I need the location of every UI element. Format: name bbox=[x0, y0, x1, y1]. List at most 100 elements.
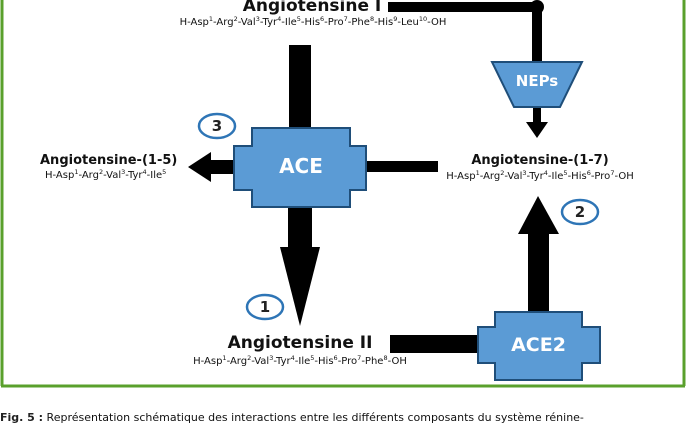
residue-name: H-Asp bbox=[446, 171, 476, 182]
residue-number: 5 bbox=[310, 354, 315, 362]
residue-name: -Val bbox=[504, 171, 523, 182]
residue-number: 6 bbox=[586, 169, 591, 177]
residue-name: -His bbox=[567, 171, 587, 182]
angiotensine-1-7-title: Angiotensine-(1-7) bbox=[471, 153, 609, 168]
residue-name: -His bbox=[374, 17, 394, 28]
residue-name: -His bbox=[300, 17, 321, 28]
neps-label: NEPs bbox=[515, 72, 559, 90]
residue-name: H-Asp bbox=[179, 17, 209, 28]
arrow-ang2-to-ace2 bbox=[390, 335, 480, 353]
arrow-ace-to-ang15-head bbox=[188, 152, 211, 182]
angiotensine-1-5-title: Angiotensine-(1-5) bbox=[40, 153, 178, 168]
residue-name: H-Asp bbox=[193, 356, 223, 367]
residue-number: 8 bbox=[369, 15, 375, 23]
residue-name: -OH bbox=[614, 171, 634, 182]
residue-number: 1 bbox=[475, 169, 480, 177]
pathway-3-number: 3 bbox=[211, 117, 223, 135]
angiotensine-1-5-sequence: H-Asp1-Arg2-Val3-Tyr4-Ile5 bbox=[45, 168, 167, 181]
arrow-ace2-to-ang17-shaft bbox=[528, 232, 549, 312]
ace2-label: ACE2 bbox=[511, 334, 566, 356]
pathway-1-number: 1 bbox=[259, 298, 271, 316]
arrow-ace-to-ang15-shaft bbox=[210, 160, 236, 174]
angiotensine-2-sequence: H-Asp1-Arg2-Val3-Tyr4-Ile5-His6-Pro7-Phe… bbox=[160, 354, 440, 367]
angiotensine-1-sequence: H-Asp1-Arg2-Val3-Tyr4-Ile5-His6-Pro7-Phe… bbox=[140, 15, 486, 28]
residue-number: 4 bbox=[277, 15, 282, 23]
residue-name: -Val bbox=[251, 356, 270, 367]
residue-number: 8 bbox=[383, 354, 388, 362]
pathway-2-number: 2 bbox=[574, 203, 586, 221]
residue-number: 4 bbox=[142, 168, 147, 176]
connector-ang1-horizontal bbox=[388, 2, 538, 12]
arrow-neps-head bbox=[526, 122, 548, 138]
residue-number: 3 bbox=[269, 354, 274, 362]
residue-number: 4 bbox=[290, 354, 295, 362]
angiotensine-1-title: Angiotensine I bbox=[242, 0, 382, 16]
residue-number: 2 bbox=[247, 354, 252, 362]
residue-name: -Tyr bbox=[125, 170, 143, 181]
residue-number: 9 bbox=[393, 15, 398, 23]
ace-label: ACE bbox=[279, 154, 323, 178]
arrow-ang1-to-ace bbox=[289, 45, 311, 129]
residue-name: -Leu bbox=[397, 17, 419, 28]
residue-name: -Phe bbox=[361, 356, 384, 367]
residue-name: H-Asp bbox=[45, 170, 75, 181]
residue-number: 10 bbox=[418, 15, 428, 23]
residue-number: 2 bbox=[98, 168, 104, 176]
angiotensine-2-title: Angiotensine II bbox=[227, 333, 373, 353]
ace-enzyme-shape bbox=[233, 127, 367, 208]
residue-name: -Arg bbox=[213, 17, 234, 28]
residue-name: -Tyr bbox=[526, 171, 544, 182]
residue-number: 5 bbox=[563, 169, 568, 177]
residue-name: -Ile bbox=[294, 356, 311, 367]
arrow-ace-to-ang2-head bbox=[280, 247, 320, 326]
residue-name: -Val bbox=[103, 170, 122, 181]
pathway-2-badge bbox=[560, 198, 600, 226]
residue-number: 1 bbox=[74, 168, 79, 176]
residue-name: -Pro bbox=[590, 171, 611, 182]
arrow-ang17-to-ace bbox=[350, 161, 438, 172]
residue-name: -Arg bbox=[226, 356, 248, 367]
residue-number: 3 bbox=[522, 169, 527, 177]
residue-name: -Pro bbox=[337, 356, 358, 367]
residue-name: -Arg bbox=[479, 171, 501, 182]
residue-number: 5 bbox=[296, 15, 301, 23]
figure-caption-text: Représentation schématique des interacti… bbox=[43, 411, 584, 424]
residue-number: 7 bbox=[343, 15, 348, 23]
residue-number: 5 bbox=[162, 168, 167, 176]
pathway-3-badge bbox=[197, 112, 237, 140]
angiotensine-1-7-sequence: H-Asp1-Arg2-Val3-Tyr4-Ile5-His6-Pro7-OH bbox=[424, 169, 656, 182]
residue-number: 3 bbox=[121, 168, 126, 176]
residue-name: -Phe bbox=[347, 17, 370, 28]
pathway-1-badge bbox=[245, 293, 285, 321]
residue-number: 2 bbox=[233, 15, 238, 23]
neps-enzyme-shape bbox=[490, 61, 584, 108]
residue-name: -Ile bbox=[281, 17, 297, 28]
residue-number: 7 bbox=[357, 354, 362, 362]
residue-number: 1 bbox=[208, 15, 214, 23]
figure-caption-label: Fig. 5 : bbox=[0, 411, 44, 424]
residue-name: -Pro bbox=[324, 17, 344, 28]
residue-number: 2 bbox=[500, 169, 505, 177]
residue-number: 3 bbox=[255, 15, 260, 23]
figure-caption: Fig. 5 : Représentation schématique des … bbox=[0, 411, 686, 424]
residue-number: 4 bbox=[543, 169, 548, 177]
connector-ang1-to-neps bbox=[532, 7, 542, 62]
residue-number: 1 bbox=[222, 354, 227, 362]
residue-name: -OH bbox=[427, 17, 447, 28]
ace2-enzyme-shape bbox=[477, 311, 601, 381]
residue-number: 7 bbox=[610, 169, 615, 177]
residue-name: -Ile bbox=[547, 171, 564, 182]
residue-name: -His bbox=[314, 356, 334, 367]
residue-name: -Tyr bbox=[273, 356, 291, 367]
arrow-ace2-to-ang17-head bbox=[518, 196, 559, 234]
residue-number: 6 bbox=[320, 15, 325, 23]
residue-name: -Arg bbox=[78, 170, 99, 181]
arrow-ace-to-ang2-shaft bbox=[288, 205, 312, 248]
arrow-neps-shaft bbox=[533, 108, 541, 124]
residue-name: -Tyr bbox=[259, 17, 278, 28]
residue-name: -Val bbox=[237, 17, 256, 28]
residue-name: -OH bbox=[387, 356, 407, 367]
residue-number: 6 bbox=[333, 354, 338, 362]
residue-name: -Ile bbox=[146, 170, 163, 181]
